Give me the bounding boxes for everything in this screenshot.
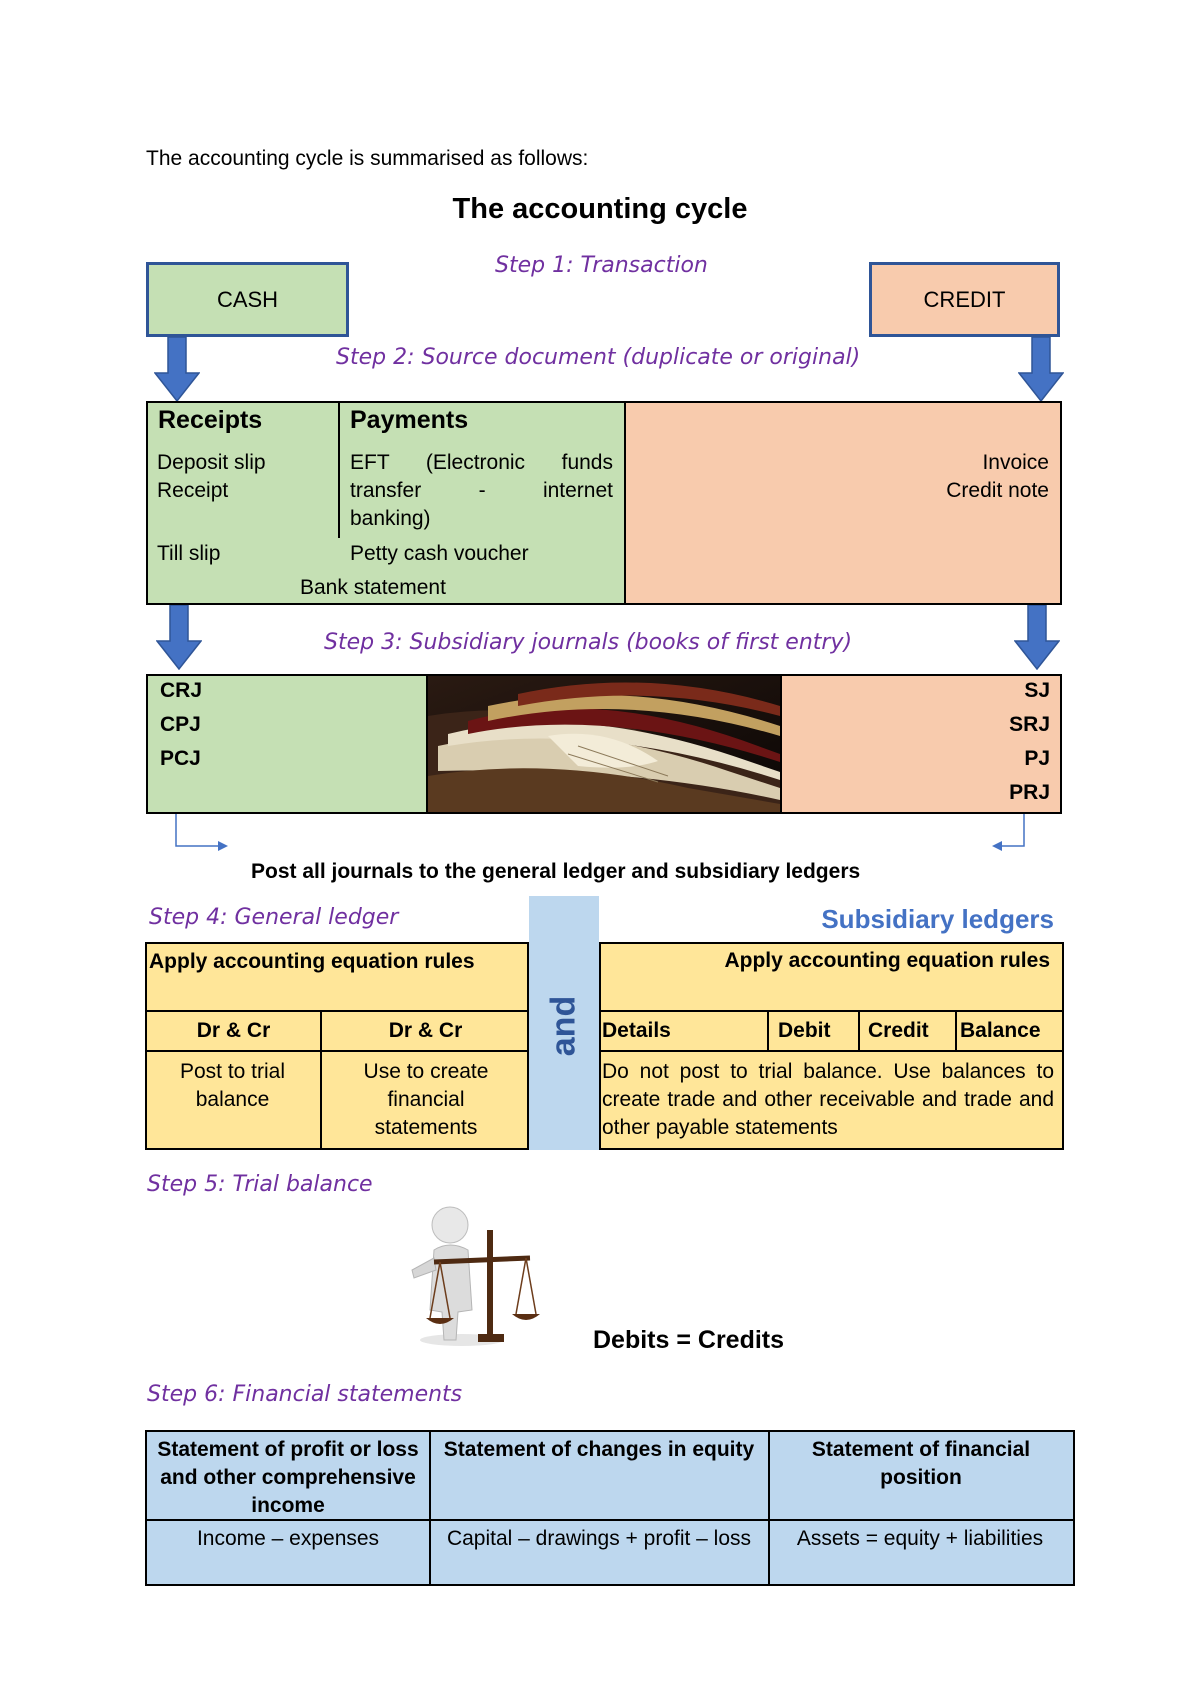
- scale-figure-image: [411, 1206, 540, 1346]
- journal-prj: PRJ: [1009, 781, 1050, 804]
- subsidiary-ledgers-title: Subsidiary ledgers: [821, 904, 1054, 934]
- journal-srj: SRJ: [1009, 713, 1050, 736]
- cash-label: CASH: [216, 286, 279, 312]
- intro-text: The accounting cycle is summarised as fo…: [146, 147, 589, 170]
- general-ledger-table: [145, 942, 529, 1150]
- sl-col-balance: Balance: [960, 1019, 1041, 1042]
- page-title: The accounting cycle: [452, 193, 748, 225]
- payments-header: Payments: [350, 406, 469, 434]
- gl-cell: Post to trial balance: [179, 1060, 286, 1111]
- step4-label: Step 4: General ledger: [149, 905, 399, 930]
- down-arrow-icon: [1018, 337, 1064, 402]
- fs-header: Statement of profit or loss and other co…: [157, 1438, 419, 1517]
- financial-statements-table: [145, 1430, 1075, 1586]
- credit-journals-box: SJ SRJ PJ PRJ: [780, 674, 1062, 814]
- gl-cell: Use to create financial statements: [363, 1060, 489, 1139]
- and-label: and: [544, 995, 583, 1057]
- post-instruction: Post all journals to the general ledger …: [251, 860, 861, 883]
- bank-statement: Bank statement: [300, 576, 446, 599]
- cash-box: CASH: [146, 262, 349, 337]
- payment-item: transfer - internet: [350, 479, 613, 502]
- payment-item: EFT (Electronic funds: [350, 451, 613, 474]
- receipt-item: Deposit slip: [157, 451, 266, 474]
- gl-col-header: Dr & Cr: [196, 1019, 271, 1042]
- trial-balance-equation: Debits = Credits: [593, 1326, 785, 1354]
- credit-label: CREDIT: [923, 286, 1006, 312]
- step1-label: Step 1: Transaction: [495, 253, 708, 278]
- down-arrow-icon: [156, 605, 202, 670]
- step3-label: Step 3: Subsidiary journals (books of fi…: [324, 630, 853, 655]
- journal-cpj: CPJ: [160, 713, 201, 736]
- sl-col-credit: Credit: [868, 1019, 929, 1042]
- receipts-header: Receipts: [158, 406, 263, 434]
- gl-rules: Apply accounting equation rules: [149, 950, 475, 973]
- sl-note: Do not post to trial balance. Use balanc…: [602, 1060, 1054, 1139]
- books-image: [428, 676, 780, 812]
- receipt-item: Till slip: [157, 542, 221, 565]
- subsidiary-ledger-table: [599, 942, 1064, 1150]
- sl-col-details: Details: [602, 1019, 671, 1042]
- down-arrow-icon: [154, 337, 200, 402]
- payment-item: Petty cash voucher: [350, 542, 529, 565]
- journal-pcj: PCJ: [160, 747, 201, 770]
- elbow-arrow-icon: [992, 814, 1025, 851]
- step2-label: Step 2: Source document (duplicate or or…: [336, 345, 861, 370]
- and-column: and: [529, 896, 599, 1150]
- fs-header: Statement of financial position: [811, 1438, 1031, 1489]
- cash-source-docs: [146, 401, 626, 605]
- cash-journals-box: CRJ CPJ PCJ: [146, 674, 428, 814]
- journal-crj: CRJ: [160, 679, 203, 702]
- fs-value: Capital – drawings + profit – loss: [446, 1527, 752, 1550]
- fs-value: Assets = equity + liabilities: [796, 1527, 1044, 1550]
- journal-sj: SJ: [1024, 679, 1050, 702]
- fs-header: Statement of changes in equity: [443, 1438, 755, 1461]
- down-arrow-icon: [1014, 605, 1060, 670]
- sl-rules: Apply accounting equation rules: [724, 949, 1050, 972]
- sl-col-debit: Debit: [778, 1019, 831, 1042]
- fs-value: Income – expenses: [196, 1527, 380, 1550]
- step5-label: Step 5: Trial balance: [147, 1172, 373, 1197]
- credit-doc-item: Credit note: [946, 479, 1049, 502]
- gl-col-header: Dr & Cr: [388, 1019, 463, 1042]
- receipt-item: Receipt: [157, 479, 229, 502]
- credit-box: CREDIT: [869, 262, 1060, 337]
- credit-source-docs: [624, 401, 1062, 605]
- credit-doc-item: Invoice: [982, 451, 1049, 474]
- payment-item: banking): [350, 507, 431, 530]
- step6-label: Step 6: Financial statements: [147, 1382, 463, 1407]
- journal-pj: PJ: [1024, 747, 1050, 770]
- elbow-arrow-icon: [175, 814, 228, 851]
